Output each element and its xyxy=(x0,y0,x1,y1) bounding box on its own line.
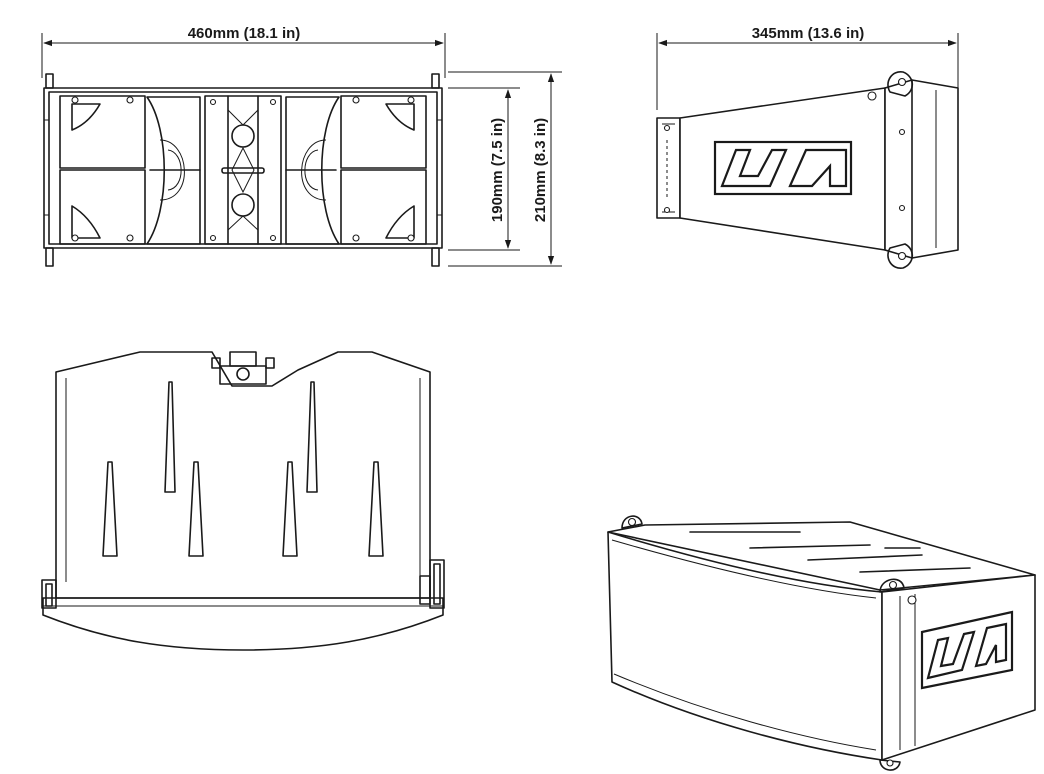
front-height-outer-label: 210mm (8.3 in) xyxy=(532,118,549,222)
side-depth-dimension: 345mm (13.6 in) xyxy=(656,25,959,110)
side-depth-label: 345mm (13.6 in) xyxy=(752,25,865,42)
ava-logo-icon xyxy=(920,610,1014,690)
front-height-dimensions: 190mm (7.5 in) 210mm (8.3 in) xyxy=(448,71,562,267)
front-view: 460mm (18.1 in) xyxy=(41,25,562,267)
side-view: 345mm (13.6 in) xyxy=(656,25,959,269)
top-view xyxy=(41,351,445,651)
perspective-view xyxy=(607,515,1036,771)
front-width-label: 460mm (18.1 in) xyxy=(188,25,301,42)
front-height-inner-label: 190mm (7.5 in) xyxy=(489,118,506,222)
ava-logo-icon xyxy=(713,140,853,196)
front-width-dimension: 460mm (18.1 in) xyxy=(41,25,446,78)
